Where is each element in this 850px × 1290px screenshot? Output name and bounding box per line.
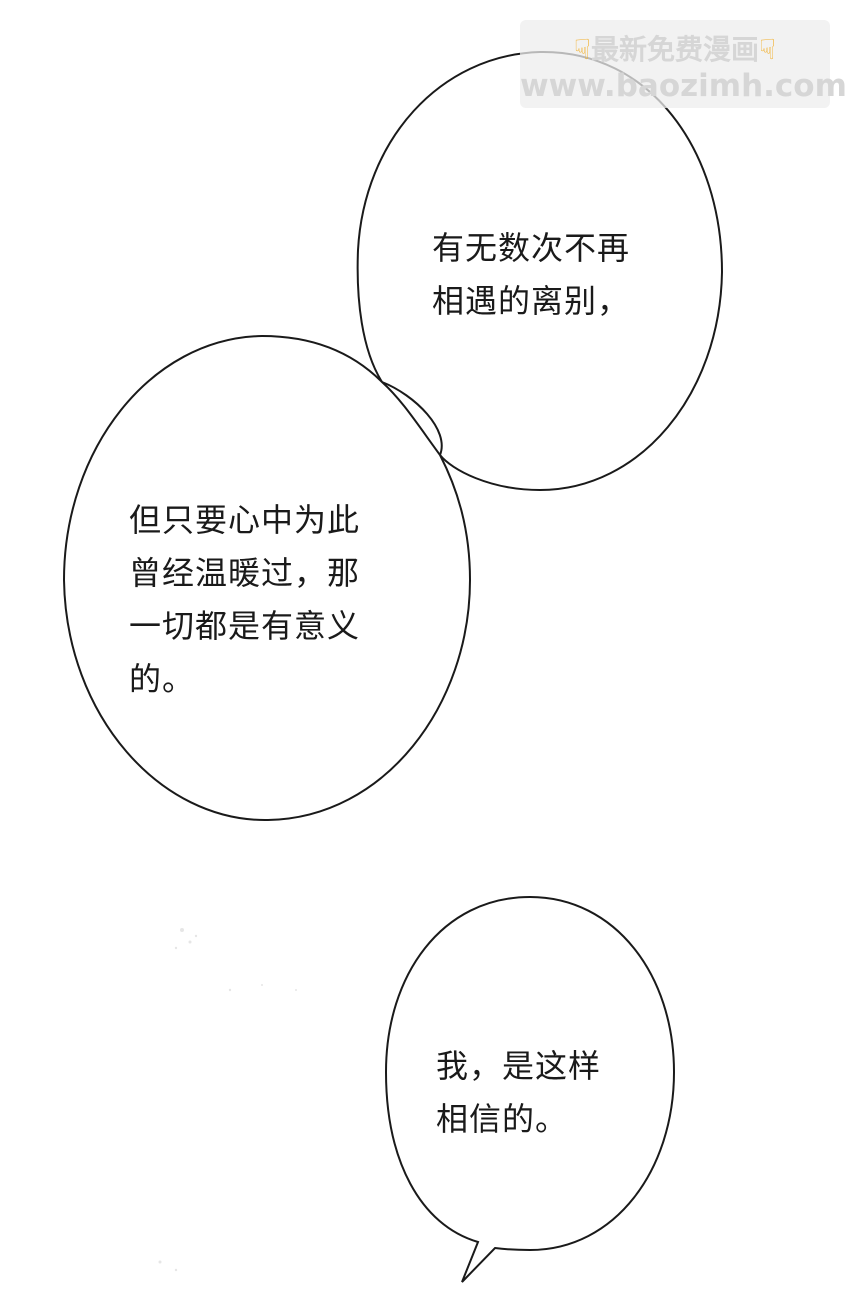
watermark: ☟最新免费漫画☟ www.baozimh.com [520,20,847,108]
speech-bubble-1-text: 有无数次不再 相遇的离别， [432,229,631,320]
speech-bubble-2 [62,334,472,822]
speech-bubble-3 [384,895,676,1283]
pointing-down-hand-icon: ☟ [573,33,591,66]
speech-bubble-1 [356,50,724,492]
speech-bubble-2-text: 但只要心中为此 曾经温暖过，那 一切都是有意义 的。 [129,501,361,698]
speech-bubble-3-text: 我，是这样 相信的。 [436,1047,602,1138]
watermark-title: 最新免费漫画 [590,33,759,66]
background-speckles [158,928,671,1272]
watermark-title-row: ☟最新免费漫画☟ [520,28,830,68]
pointing-down-hand-icon: ☟ [759,33,777,66]
watermark-url: www.baozimh.com [520,68,847,104]
